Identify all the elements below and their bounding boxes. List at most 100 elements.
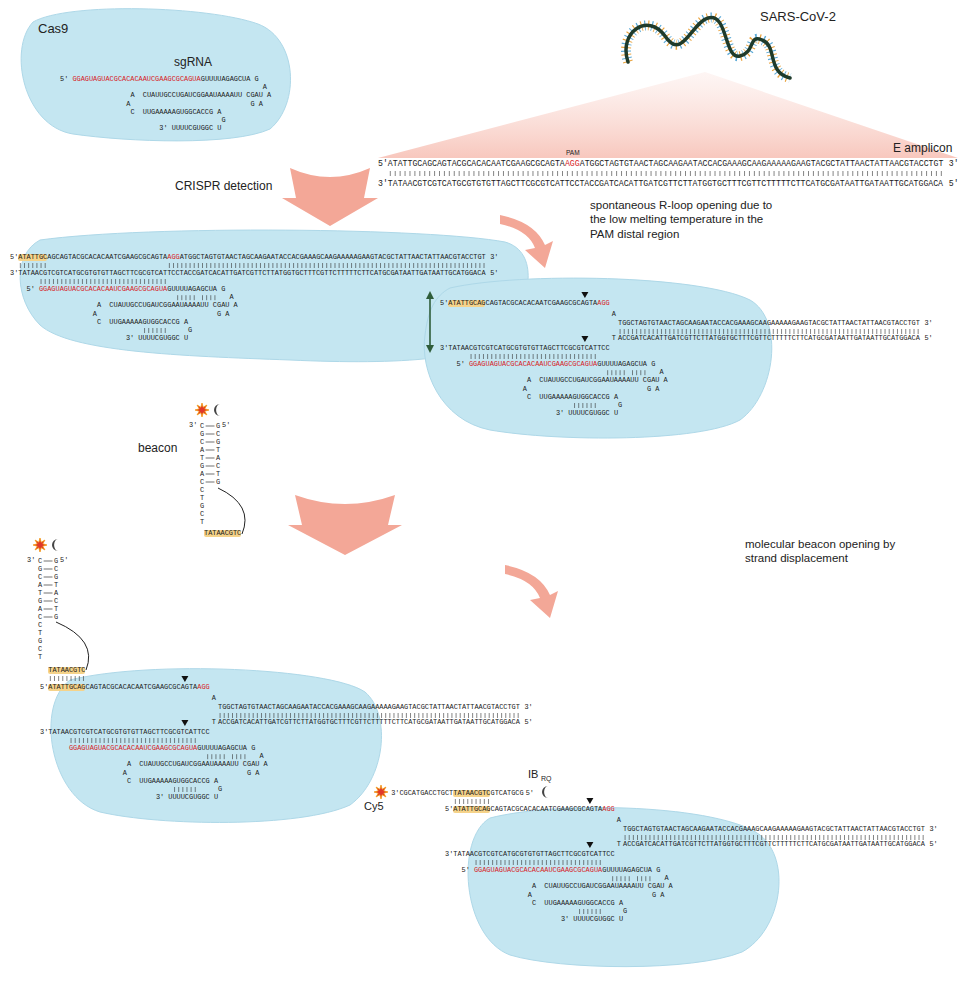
sequence-text: GUUUUAGAGCUA [597,361,647,368]
zoom-fan [378,72,958,158]
rna-name: sgRNA [174,56,212,68]
cut-site-marker [581,336,588,342]
cas9-blob [51,669,382,823]
sequence-text: CUAUUGCCUGAUCGGAAUAAAAUU [109,302,208,309]
sequence-text: UUUUCGUGGC [168,794,209,801]
sequence-text: GUUUUAGAGCUA [197,745,247,752]
sequence-text: A [664,875,668,882]
sequence-text: U [184,335,188,342]
base-pair-ticks [41,279,165,284]
annotation-text: PAM [566,150,580,157]
sequence-text: 5' [924,335,932,342]
sequence-text: TATAACGTCGTCATGCGTGTGTTAGCTTCGCGTCATTCCT… [388,180,943,188]
sequence-text: A [664,377,668,384]
highlighted-sequence: AGG [597,300,609,307]
base-pair-ticks [608,370,625,375]
sequence-text: A [126,101,130,108]
sequence-text: 5' [929,841,937,848]
sequence-text: G [647,386,651,393]
base-pair-ticks [638,876,650,881]
sequence-text: CGAU [243,761,260,768]
sequence-text: 5' [60,557,68,564]
quencher-moon [214,404,220,416]
sequence-text: A [532,883,536,890]
sequence-text: A [184,319,188,326]
sequence-text: T [212,719,216,726]
stem-pair-dash [44,609,53,610]
annotation-text: IB [528,769,538,780]
highlighted-sequence: GGAGUAGUACGCACACAAUCGAAGCGCAGUA [69,745,197,752]
sequence-text: A [655,386,659,393]
sequence-text: ATGGCTAGTGTAACTAGCAAGAATACCACGAAAGCAAGAA… [180,254,486,261]
sequence-text: UUGAAAAAGUGGCACCG [539,394,609,401]
cut-site-marker [181,676,188,682]
sequence-text: A [229,294,233,301]
sequence-text: 3' [391,790,399,797]
sequence-text: 3' [490,254,498,261]
sequence-text: ATGGCTAGTGTAACTAGCAAGAATACCACGAAAGCAAGAA… [580,160,944,168]
sequence-text: C [532,900,536,907]
sequence-text: GTCATGCG [491,790,524,797]
stem-pair-dash [206,458,215,459]
sequence-text: TGGCTAGTGTAACTAGCAAGAATACCACGAAAGCAAGAAA… [623,826,925,833]
stem-pair-dash [44,617,53,618]
sequence-text: G [250,101,254,108]
beacon-target-sequence: ATATTGCAG [453,806,490,813]
sequence-text: 3' [561,916,569,923]
sequence-text: CGAU [246,92,263,99]
sequence-text: 3' [524,704,532,711]
sequence-text: 3' [27,557,35,564]
fluorophore-star [195,403,209,417]
sequence-text: TGGCTAGTGTAACTAGCAAGAATACCACGAAAGCAAGAAA… [218,704,520,711]
sequence-text: 5' [222,422,230,429]
sequence-text: A [614,394,618,401]
base-pair-ticks [220,713,518,718]
sequence-text: U [619,916,623,923]
sequence-text: 3' [556,410,564,417]
virus-bases [626,17,790,78]
virus-genome [626,17,790,78]
base-pair-ticks [208,754,225,759]
beacon-stem-sequence: GCGTACTG [216,422,220,486]
sequence-text: CUAUUGCCUGAUCGGAAUAAAAUU [544,883,643,890]
annotation-text: RQ [541,775,552,782]
stem-pair-dash [206,466,215,467]
base-pair-ticks [169,263,484,268]
base-pair-ticks [575,403,596,408]
annotation-text: Cy5 [364,801,384,812]
sequence-text: C [130,109,134,116]
beacon-loop-strand [56,622,89,670]
stem-pair-dash [206,450,215,451]
sequence-text: UUUUCGUGGC [568,410,609,417]
quencher-moon [542,786,548,798]
beacon-stem-sequence: CGCATGAC [38,557,42,621]
sequence-text: A [264,761,268,768]
sequence-text: G [247,770,251,777]
sequence-text: A [212,695,216,702]
stem-pair-dash [206,482,215,483]
step-arrow [288,495,402,555]
sequence-text: UUGAAAAAGUGGCACCG [139,778,209,785]
sequence-text: CGAU [648,883,665,890]
sequence-text: 5' [440,300,448,307]
sequence-text: UUUUCGUGGC [138,335,179,342]
base-pair-ticks [390,171,941,176]
highlighted-sequence: GGAGUAGUACGCACACAAUCGAAGCGCAGUA [72,76,200,83]
stem-pair-dash [206,442,215,443]
sequence-text: GUUUUAGAGCUA [201,76,251,83]
base-pair-ticks [71,738,195,743]
sequence-text: TATAACGTCGTCATGCGTGTGTTAGCTTCGCGTCATTCC [48,729,209,736]
sequence-text: A [619,900,623,907]
sequence-text: G [217,311,221,318]
sequence-text: GUUUUAGAGCUA [167,286,217,293]
base-pair-ticks [633,370,645,375]
breathing-arrow-heads [426,291,434,353]
sequence-text: 5' [10,254,18,261]
step-arrow [500,215,553,268]
beacon-stem-sequence: CTGCT [38,621,42,661]
highlighted-sequence: GGAGUAGUACGCACACAAUCGAAGCGCAGUA [469,361,597,368]
sequence-text: G [218,786,222,793]
base-pair-ticks [203,295,215,300]
sequence-text: 5' [60,76,68,83]
sequence-text: 3' [10,270,18,277]
